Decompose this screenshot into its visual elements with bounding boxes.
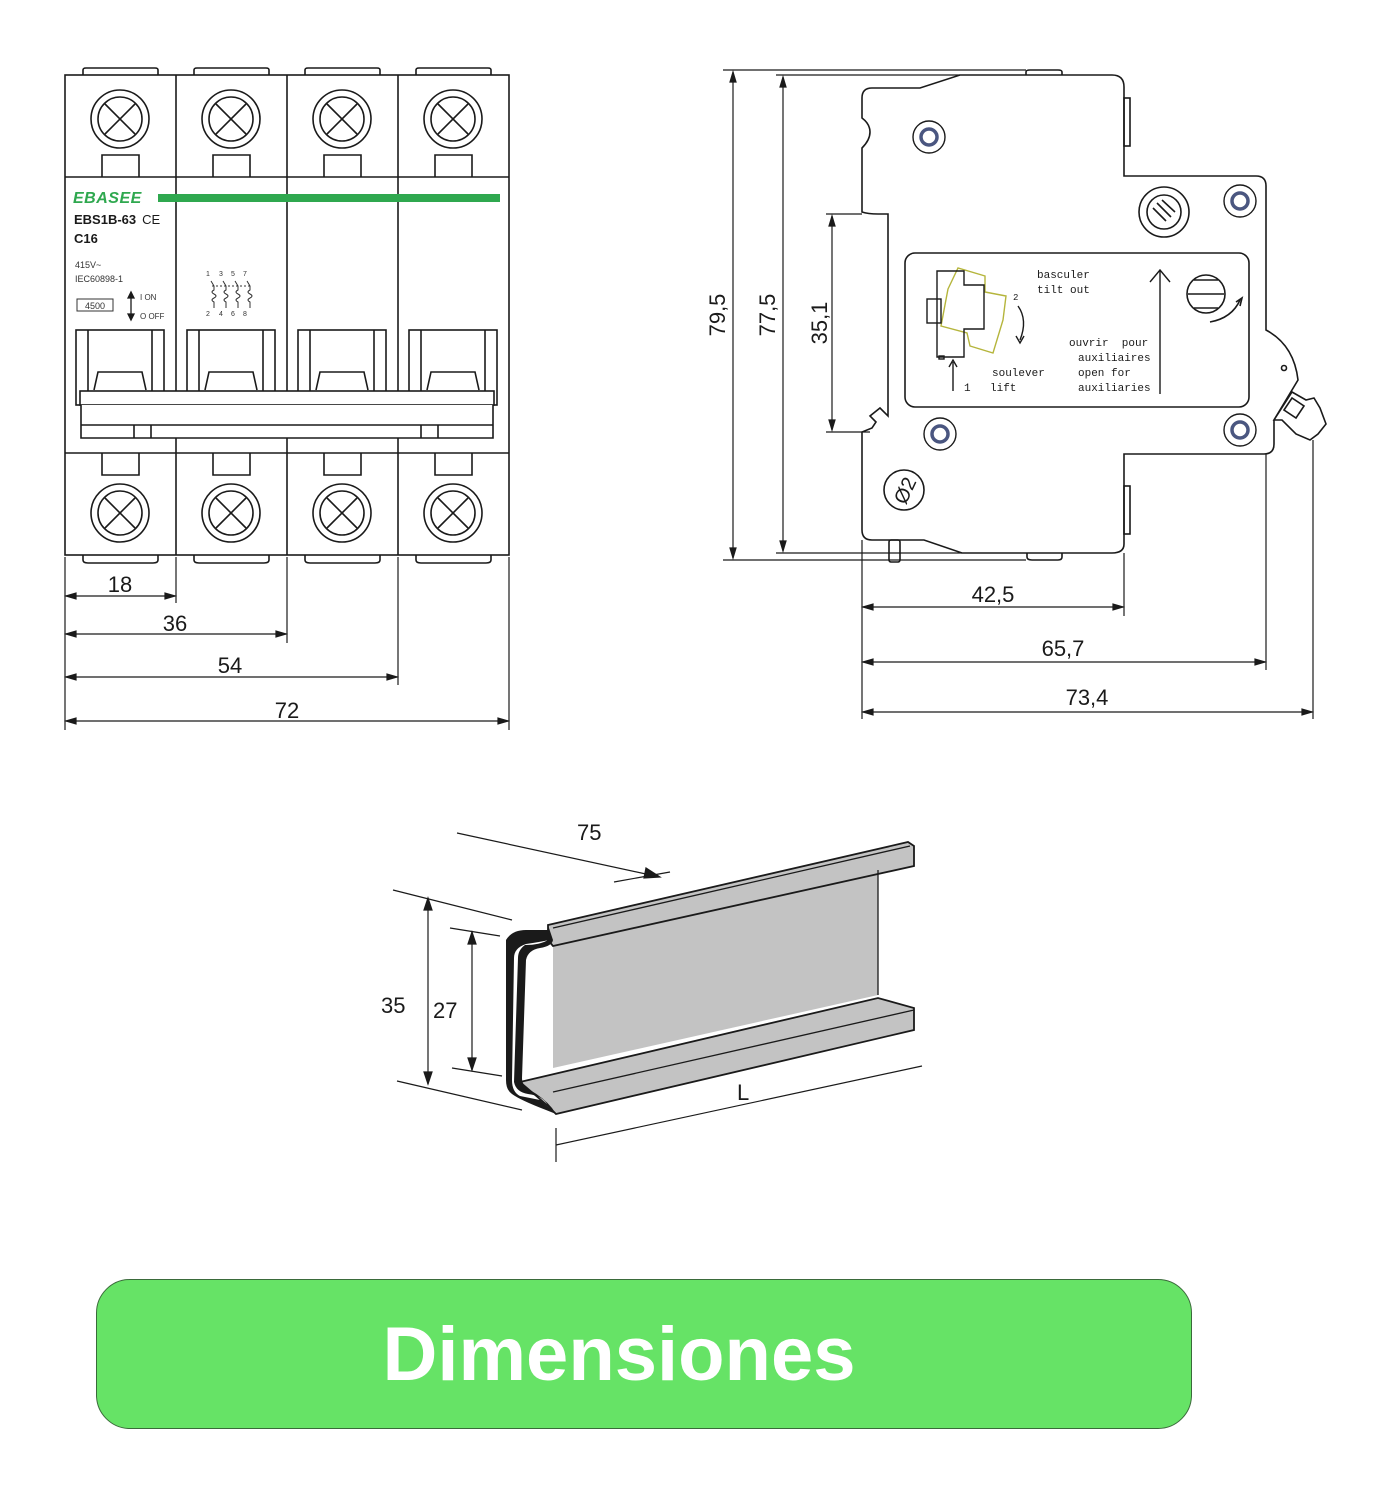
side-horizontal-dimension-lines <box>860 440 1315 719</box>
side-vertical-dimension-lines <box>723 69 1026 561</box>
dimensions-banner: Dimensiones <box>96 1279 1192 1429</box>
dimension-label-73-4: 73,4 <box>1066 685 1109 710</box>
circuit-schematic-icon <box>210 280 253 308</box>
instruction-open-4: auxiliaries <box>1078 383 1151 395</box>
brand-stripe <box>158 194 500 202</box>
on-off-arrow-icon <box>126 290 136 322</box>
instruction-open-1: ouvrir pour <box>1069 338 1148 350</box>
terminal-number: 6 <box>231 311 235 318</box>
instruction-lift-en: lift <box>990 383 1016 395</box>
off-label: O OFF <box>140 312 165 321</box>
rating-label: C16 <box>74 231 98 246</box>
instruction-step-2: 2 <box>1013 293 1018 303</box>
din-rail-diagram: 75 35 27 L <box>381 820 923 1162</box>
instruction-open-2: auxiliaires <box>1078 353 1151 365</box>
terminal-number: 2 <box>206 311 210 318</box>
mounting-bolts <box>912 120 1257 451</box>
din-rail-body <box>506 841 915 1115</box>
rail-length-label: L <box>737 1080 749 1105</box>
dimension-label-42-5: 42,5 <box>972 582 1015 607</box>
terminal-screws-top <box>90 89 483 177</box>
terminal-number: 5 <box>231 271 235 278</box>
instruction-tilt-en: tilt out <box>1037 285 1090 297</box>
brand-logo: EBASEE <box>73 190 143 207</box>
rail-height-inner-label: 27 <box>433 998 457 1023</box>
toggle-handles <box>75 329 498 439</box>
breaking-capacity-label: 4500 <box>85 301 105 311</box>
breaking-capacity-box <box>76 298 114 312</box>
on-label: I ON <box>140 293 157 302</box>
din-rail-dimension-lines <box>392 832 923 1162</box>
tilt-out-illustration <box>926 267 1171 394</box>
front-dimension-lines <box>63 557 511 730</box>
terminal-screws-bottom <box>82 453 492 564</box>
rail-height-outer-label: 35 <box>381 993 405 1018</box>
breaker-side-view: Ø2 basculer tilt out 2 soulever 1 lift o… <box>705 69 1327 719</box>
dimension-label-18: 18 <box>108 572 132 597</box>
dimension-label-35-1: 35,1 <box>807 302 832 345</box>
terminal-number: 7 <box>243 271 247 278</box>
terminal-number: 3 <box>219 271 223 278</box>
instruction-lift-fr: soulever <box>992 368 1045 380</box>
standard-label: IEC60898-1 <box>75 274 123 284</box>
dimension-label-77-5: 77,5 <box>755 294 780 337</box>
terminal-number: 1 <box>206 271 210 278</box>
banner-title: Dimensiones <box>382 1311 856 1397</box>
dimension-label-79-5: 79,5 <box>705 294 730 337</box>
dimension-label-36: 36 <box>163 611 187 636</box>
rail-width-label: 75 <box>577 820 601 845</box>
terminal-number: 4 <box>219 311 223 318</box>
dimension-label-54: 54 <box>218 653 242 678</box>
terminal-number: 8 <box>243 311 247 318</box>
instruction-step-1: 1 <box>964 383 971 395</box>
voltage-label: 415V~ <box>75 260 101 270</box>
dimension-label-72: 72 <box>275 698 299 723</box>
instruction-open-3: open for <box>1078 368 1131 380</box>
dimension-label-65-7: 65,7 <box>1042 636 1085 661</box>
instruction-tilt-fr: basculer <box>1037 270 1090 282</box>
